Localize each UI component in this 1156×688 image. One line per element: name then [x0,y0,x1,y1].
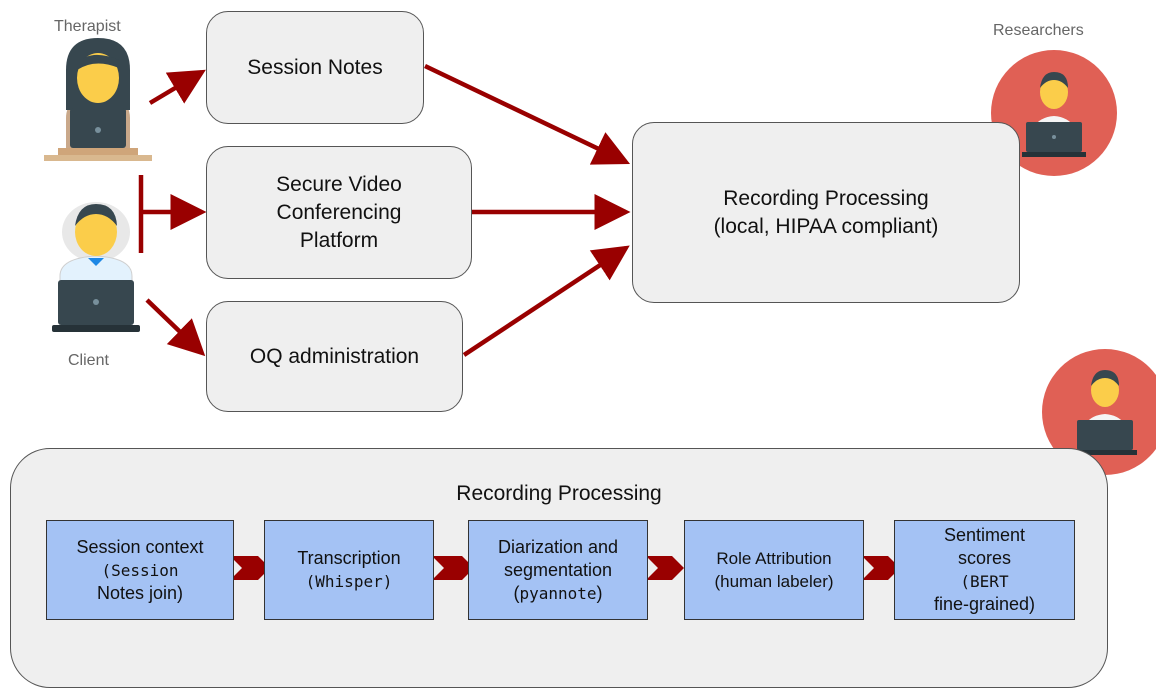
chevron-3 [646,556,684,580]
chevron-4 [862,556,900,580]
step-role-attribution: Role Attribution (human labeler) [684,520,864,620]
step-sentiment: Sentiment scores (BERT fine-grained) [894,520,1075,620]
client-icon [52,202,140,332]
step-session-context-mono: (Session [101,560,179,580]
recording-processing-box: Recording Processing (local, HIPAA compl… [632,122,1020,303]
step-diarization-line2: segmentation [503,559,613,580]
step-session-context: Session context (Session Notes join) [46,520,234,620]
step-transcription-line1: Transcription [297,548,401,568]
client-label: Client [68,352,109,369]
step-transcription-mono: Whisper [315,572,383,591]
step-transcription: Transcription (Whisper) [264,520,434,620]
arrow-notes-to-processing [424,63,631,165]
step-sentiment-mono: (BERT [960,572,1009,591]
connector-arrows [138,63,631,357]
chevron-1 [230,556,270,580]
step-session-context-line3: Notes join) [96,582,184,603]
researcher-avatar-icon [991,50,1117,176]
paren-close: ) [382,572,393,591]
researcher-avatar-icon-2 [1042,349,1156,475]
step-sentiment-line2: scores [957,548,1011,568]
chevron-2 [432,556,474,580]
session-notes-box: Session Notes [206,11,424,124]
step-session-context-line1: Session context [76,536,204,557]
paren-open: ( [305,572,316,591]
arrow-oq-to-processing [462,245,630,357]
pipeline-chevrons [230,556,900,580]
therapist-label: Therapist [54,18,121,35]
step-role-attribution-line2: (human labeler) [714,572,834,591]
pipeline-title: Recording Processing [456,482,662,505]
video-platform-box: Secure Video Conferencing Platform [206,146,472,279]
step-sentiment-line1: Sentiment [943,525,1026,545]
step-diarization-mono: pyannote [519,583,597,603]
step-role-attribution-line1: Role Attribution [716,549,832,568]
arrow-therapist-to-notes [148,69,206,105]
step-diarization-line1: Diarization and [497,536,619,557]
researchers-label: Researchers [993,22,1084,39]
oq-administration-box: OQ administration [206,301,463,412]
therapist-icon [44,38,152,161]
step-diarization: Diarization and segmentation (pyannote) [468,520,648,620]
step-sentiment-line4: fine-grained) [933,594,1036,614]
arrow-client-to-oq [145,298,206,357]
